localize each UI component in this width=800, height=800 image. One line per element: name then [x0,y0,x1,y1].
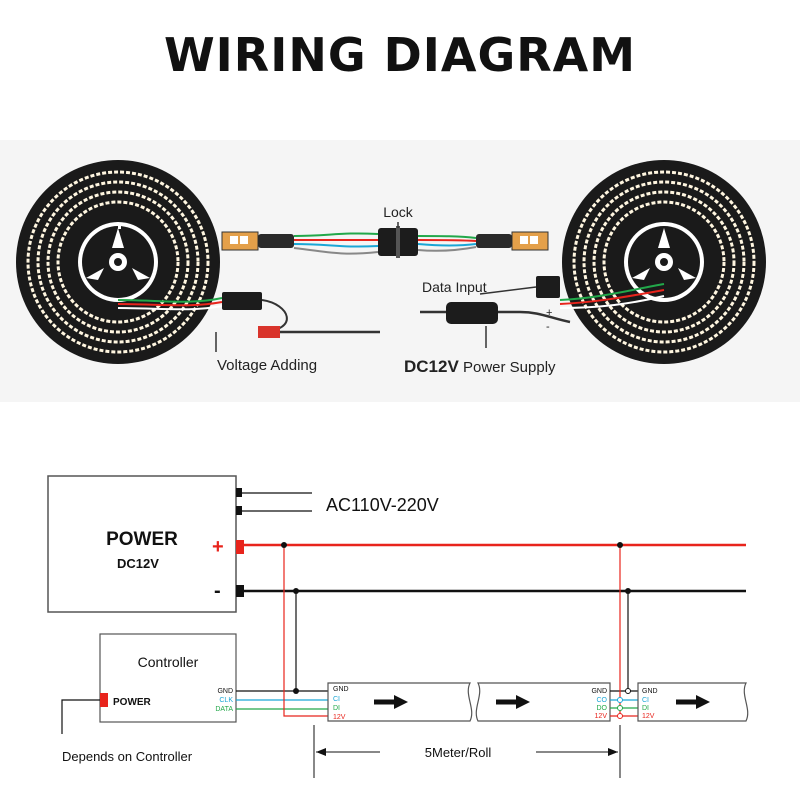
strip3-pin-ci: CI [642,697,649,704]
photo-illustration: Lock Voltage Adding Data Input + - DC12V… [0,140,800,402]
led-strip-2 [475,682,611,722]
schematic-minus-sign: - [214,580,221,602]
strip1-pin-di: DI [333,705,340,712]
left-tail-wires [117,297,380,334]
strip2-arrow-icon [496,695,530,709]
strip2-pin-gnd: GND [591,688,607,695]
right-led-reel [562,160,766,364]
strip1-pin-12v: 12V [333,714,346,721]
left-tail-connector [222,292,262,310]
strip2-pin-co: CO [597,697,608,704]
ac-input-label: AC110V-220V [326,495,439,515]
power-supply-label: DC12V Power Supply [404,357,556,376]
positive-terminal [236,540,244,554]
controller-power-terminal [100,693,108,707]
power-box-title: POWER [106,529,178,550]
controller-power-label: POWER [113,697,152,708]
right-connector-sleeve [476,234,512,248]
page-title: WIRING DIAGRAM [163,28,637,82]
photo-minus-sign: - [546,321,550,333]
controller-box [99,633,237,723]
strip3-pin-di: DI [642,705,649,712]
depends-note: Depends on Controller [62,749,193,764]
strip3-pin-gnd: GND [642,688,658,695]
strip3-pin-12v: 12V [642,713,655,720]
strip2-pin-12v: 12V [595,713,608,720]
strip1-arrow-icon [374,695,408,709]
data-input-label: Data Input [422,279,487,295]
lock-wires [293,232,477,255]
right-tail-wires [420,283,665,324]
power-supply-text: Power Supply [459,359,556,376]
length-label: 5Meter/Roll [425,745,492,760]
length-dimension: 5Meter/Roll [313,725,621,778]
ac-terminal-2 [236,506,242,515]
negative-terminal [236,585,244,597]
dc12v-text: DC12V [404,357,459,376]
left-connector-sleeve [258,234,294,248]
power-box-voltage: DC12V [117,556,159,571]
strip3-arrow-icon [676,695,710,709]
left-dc-plug [258,326,280,338]
controller-pin-data: DATA [215,706,233,713]
left-led-reel [16,160,220,364]
controller-pin-gnd: GND [217,688,233,695]
strip2-pin-do: DO [597,705,608,712]
power-supply-box [47,475,237,613]
schematic: POWER DC12V + - AC110V-220V Controller P… [47,475,749,778]
photo-plus-sign: + [546,307,552,319]
strip1-pin-gnd: GND [333,686,349,693]
controller-title: Controller [138,654,199,670]
data-input-connector [536,276,560,298]
controller-pin-clk: CLK [219,697,233,704]
voltage-adding-label: Voltage Adding [217,357,317,374]
strip1-pin-ci: CI [333,696,340,703]
schematic-plus-sign: + [212,536,224,558]
dc-jack [446,302,498,324]
lock-label: Lock [383,204,414,220]
ac-terminal-1 [236,488,242,497]
